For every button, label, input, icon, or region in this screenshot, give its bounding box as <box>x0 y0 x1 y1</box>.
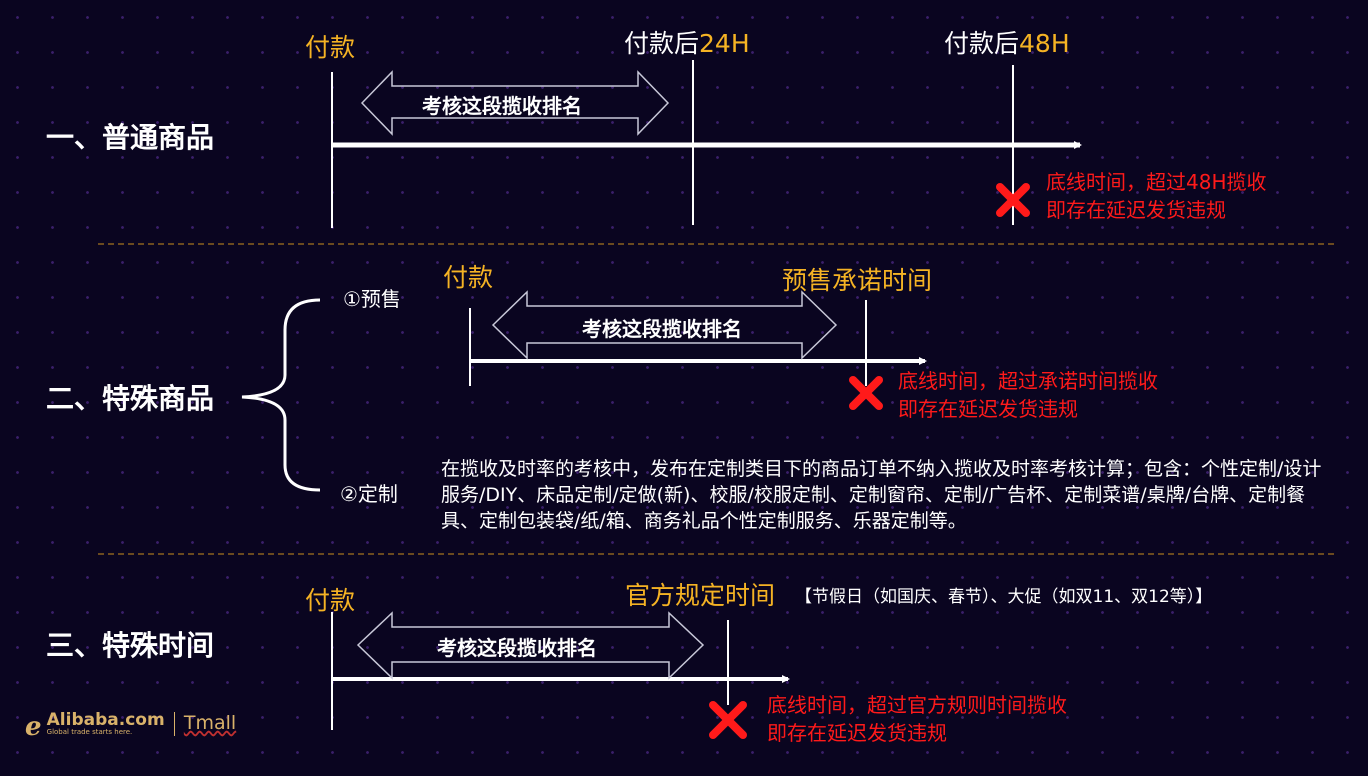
label-presale-promise: 预售承诺时间 <box>782 266 933 295</box>
warning-line-2: 即存在延迟发货违规 <box>767 721 947 745</box>
arrow-label: 考核这段揽收排名 <box>437 636 597 660</box>
official-time-note: 【节假日（如国庆、春节）、大促（如双11、双12等）】 <box>795 587 1213 607</box>
double-arrow-2 <box>491 290 838 360</box>
section-title-special-goods: 二、特殊商品 <box>46 382 215 415</box>
arrow-label: 考核这段揽收排名 <box>582 317 742 341</box>
x-icon <box>849 376 883 410</box>
x-icon <box>709 701 747 739</box>
warning-line-2: 即存在延迟发货违规 <box>1046 198 1226 222</box>
warning-line-1: 底线时间，超过承诺时间揽收 <box>898 369 1158 393</box>
label-payment: 付款 <box>305 586 356 615</box>
label-official-time: 官方规定时间 <box>625 581 776 610</box>
x-icon <box>996 183 1030 217</box>
brace <box>241 298 321 492</box>
section-title-special-time: 三、特殊时间 <box>46 629 215 662</box>
section-title-normal: 一、普通商品 <box>46 121 215 154</box>
label-24h: 付款后24H <box>624 29 750 58</box>
label-48h: 付款后48H <box>944 29 1070 58</box>
warning-line-1: 底线时间，超过48H揽收 <box>1046 170 1267 194</box>
warning-line-2: 即存在延迟发货违规 <box>898 397 1078 421</box>
label-payment: 付款 <box>443 263 494 292</box>
custom-description: 在揽收及时率的考核中，发布在定制类目下的商品订单不纳入揽收及时率考核计算；包含：… <box>441 458 1322 532</box>
alibaba-logo: ℯ Alibaba.com Global trade starts here. … <box>25 710 237 743</box>
warning-line-1: 底线时间，超过官方规则时间揽收 <box>767 693 1067 717</box>
label-custom: ②定制 <box>340 482 398 506</box>
alibaba-swoosh-icon: ℯ <box>25 712 42 742</box>
double-arrow-3 <box>356 611 705 680</box>
label-payment: 付款 <box>305 33 356 62</box>
label-presale: ①预售 <box>343 287 401 311</box>
double-arrow-1 <box>360 70 670 136</box>
arrow-label: 考核这段揽收排名 <box>422 94 582 118</box>
